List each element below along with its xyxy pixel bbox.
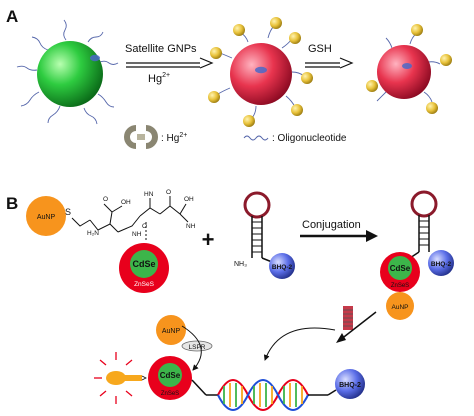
gold-satellite <box>426 102 438 114</box>
gold-satellite <box>440 54 452 66</box>
red-sphere-core <box>377 45 431 99</box>
svg-text:O: O <box>103 196 108 203</box>
oligonucleotide-icon <box>243 135 269 141</box>
legend-hg: : Hg2+ <box>124 125 187 149</box>
svg-text:O: O <box>166 189 171 196</box>
conjugate-product: CdSe ZnSeS BHQ-2 AuNP <box>380 190 454 320</box>
gold-satellite <box>208 91 220 103</box>
bhq2-quencher <box>269 253 295 279</box>
gold-satellite <box>233 24 245 36</box>
lspr-label-group: LSPR <box>181 340 213 352</box>
red-sphere-core <box>230 43 292 105</box>
gold-satellite <box>411 24 423 36</box>
arrow-gsh <box>305 57 354 69</box>
legend-hg-label: : Hg <box>161 133 179 144</box>
svg-text:HN: HN <box>144 191 154 198</box>
light-bulb-icon <box>94 352 147 404</box>
lspr-label: LSPR <box>189 344 206 351</box>
hybridization-arrow <box>336 311 377 343</box>
legend-oligo-label: : Oligonucleotide <box>272 133 347 144</box>
bottom-cdse-label: CdSe <box>160 371 181 380</box>
arrow1-label-bottom: Hg2+ <box>148 72 170 85</box>
curved-arrow <box>263 327 336 361</box>
svg-text:OH: OH <box>121 199 131 206</box>
nh2-label: H₂N <box>87 230 99 237</box>
hg-binding-icon <box>255 66 267 74</box>
cdse-label: CdSe <box>132 259 155 269</box>
hg-binding-icon <box>402 63 412 69</box>
conjugation-label: Conjugation <box>302 219 361 231</box>
gold-satellite <box>270 17 282 29</box>
bottom-znses-label: ZnSeS <box>161 391 179 397</box>
green-nanosphere <box>16 19 119 125</box>
gold-satellite <box>291 104 303 116</box>
product-aunp <box>386 292 414 320</box>
svg-text:NH: NH <box>186 223 196 230</box>
arrow1-label-top: Satellite GNPs <box>125 43 197 55</box>
product-bhq2-label: BHQ-2 <box>431 261 452 268</box>
gold-satellite <box>301 72 313 84</box>
znses-label: ZnSeS <box>134 281 155 288</box>
gold-satellite <box>289 32 301 44</box>
dna-double-helix <box>191 379 337 411</box>
aunp-particle <box>26 196 66 236</box>
panel-a: A Satellite GNPs <box>6 7 452 149</box>
bottom-bhq2: BHQ-2 <box>335 369 365 399</box>
bottom-bhq2-label: BHQ-2 <box>339 382 361 389</box>
green-sphere-core <box>37 41 103 107</box>
panel-a-letter: A <box>6 7 18 26</box>
sulfur-label: S <box>65 207 71 217</box>
panel-b-letter: B <box>6 194 18 213</box>
product-znses-label: ZnSeS <box>391 283 409 289</box>
svg-text:O: O <box>142 223 147 230</box>
quantum-dot: CdSe ZnSeS <box>119 243 169 293</box>
gold-satellite <box>210 47 222 59</box>
conjugation-arrow <box>300 230 378 242</box>
legend-oligo: : Oligonucleotide <box>243 133 347 144</box>
aunp-label: AuNP <box>37 214 56 221</box>
red-nanosphere-satellites <box>208 17 313 127</box>
bhq2-label: BHQ-2 <box>272 264 293 271</box>
panel-b: B AuNP S H₂N O OH NH HN O OH <box>6 189 454 411</box>
red-nanosphere-released <box>366 24 452 114</box>
product-cdse-label: CdSe <box>390 264 411 273</box>
gold-satellite <box>243 115 255 127</box>
product-bhq2 <box>428 250 454 276</box>
nh3-label: NH₃ <box>234 261 247 268</box>
bottom-aunp-label: AuNP <box>162 328 181 335</box>
product-aunp-label: AuNP <box>392 304 409 311</box>
plus-sign: + <box>202 227 215 252</box>
bottom-quantum-dot: CdSe ZnSeS <box>148 356 192 400</box>
hg-ion-icon <box>124 125 158 149</box>
arrow-satellite <box>126 57 214 69</box>
svg-text:OH: OH <box>184 196 194 203</box>
target-dna-strand <box>343 306 353 330</box>
svg-text:: Hg2+: : Hg2+ <box>161 132 187 144</box>
gold-satellite <box>366 80 378 92</box>
lspr-arrow <box>181 325 202 371</box>
hg-binding-icon <box>90 54 100 62</box>
bottom-aunp: AuNP <box>156 315 186 345</box>
svg-text:NH: NH <box>132 231 142 238</box>
arrow2-label: GSH <box>308 43 332 55</box>
glutathione-structure <box>71 196 189 240</box>
hairpin-probe: NH₃ BHQ-2 <box>234 191 295 279</box>
